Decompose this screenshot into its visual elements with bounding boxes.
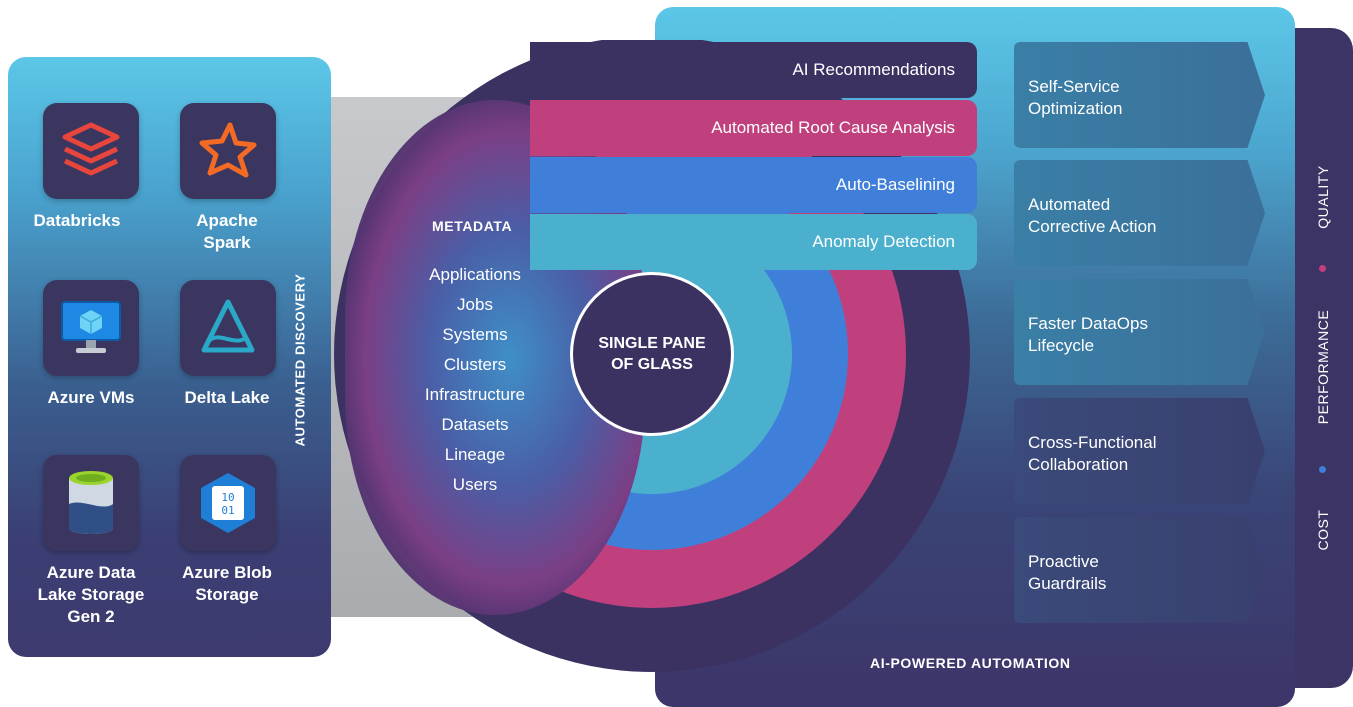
benefit-line: Faster DataOps [1028, 314, 1148, 333]
apache-spark-tile [180, 103, 276, 199]
delta-lake-tile [180, 280, 276, 376]
metadata-item: Applications [429, 265, 521, 284]
spark-star-icon [199, 122, 257, 178]
data-lake-storage-icon [69, 471, 113, 534]
source-label-apache-spark: Apache Spark [196, 211, 258, 252]
metadata-item: Clusters [443, 355, 507, 374]
benefit-line: Automated [1028, 195, 1111, 214]
single-pane-of-glass: SINGLE PANE OF GLASS [570, 272, 734, 436]
azure-blob-storage-tile: 10 01 [180, 455, 276, 551]
center-line-2: OF GLASS [611, 356, 693, 373]
metadata-title: METADATA [432, 218, 513, 234]
capability-ai-recommendations: AI Recommendations [530, 42, 977, 98]
capability-auto-baselining: Auto-Baselining [530, 157, 977, 213]
pillar-dot-quality [1319, 265, 1326, 272]
benefit-line: Proactive [1028, 552, 1099, 571]
pillars-strip [1290, 28, 1353, 688]
databricks-icon [62, 122, 120, 176]
delta-lake-icon [201, 299, 255, 353]
capability-label: Automated Root Cause Analysis [711, 118, 955, 137]
source-label-azure-blob-storage: Azure Blob Storage [182, 563, 272, 604]
metadata-item: Users [452, 475, 498, 494]
benefit-line: Optimization [1028, 99, 1123, 118]
capability-label: Auto-Baselining [835, 175, 955, 194]
capability-anomaly-detection: Anomaly Detection [530, 214, 977, 270]
benefit-line: Collaboration [1028, 455, 1129, 474]
benefit-line: Lifecycle [1028, 336, 1095, 355]
azure-vms-tile [43, 280, 139, 376]
benefit-line: Corrective Action [1028, 217, 1157, 236]
metadata-item: Lineage [444, 445, 506, 464]
benefit-line: Guardrails [1028, 574, 1107, 593]
source-label-azure-vms: Azure VMs [47, 388, 135, 407]
source-label-databricks: Databricks [33, 211, 121, 230]
pillar-cost: COST [1315, 509, 1331, 551]
metadata-item: Systems [442, 325, 508, 344]
databricks-tile [43, 103, 139, 199]
pillar-dot-performance [1319, 466, 1326, 473]
metadata-item: Jobs [457, 295, 493, 314]
svg-text:10: 10 [221, 491, 234, 504]
svg-text:01: 01 [221, 504, 234, 517]
blob-storage-icon: 10 01 [201, 473, 255, 533]
center-line-1: SINGLE PANE [598, 335, 706, 352]
pillar-quality: QUALITY [1315, 165, 1331, 229]
source-label-delta-lake: Delta Lake [184, 388, 270, 407]
capability-root-cause-analysis: Automated Root Cause Analysis [530, 100, 977, 156]
capability-label: Anomaly Detection [812, 232, 955, 251]
automation-title: AI-POWERED AUTOMATION [870, 655, 1071, 671]
azure-vm-icon [61, 301, 121, 353]
metadata-item: Infrastructure [424, 385, 526, 404]
azure-data-lake-tile [43, 455, 139, 551]
capability-label: AI Recommendations [792, 60, 955, 79]
benefit-line: Self-Service [1028, 77, 1120, 96]
metadata-item: Datasets [441, 415, 509, 434]
benefit-line: Cross-Functional [1028, 433, 1157, 452]
discovery-title: AUTOMATED DISCOVERY [292, 273, 308, 447]
source-label-azure-data-lake-storage: Azure Data Lake Storage Gen 2 [37, 563, 145, 626]
pillar-performance: PERFORMANCE [1315, 309, 1331, 425]
